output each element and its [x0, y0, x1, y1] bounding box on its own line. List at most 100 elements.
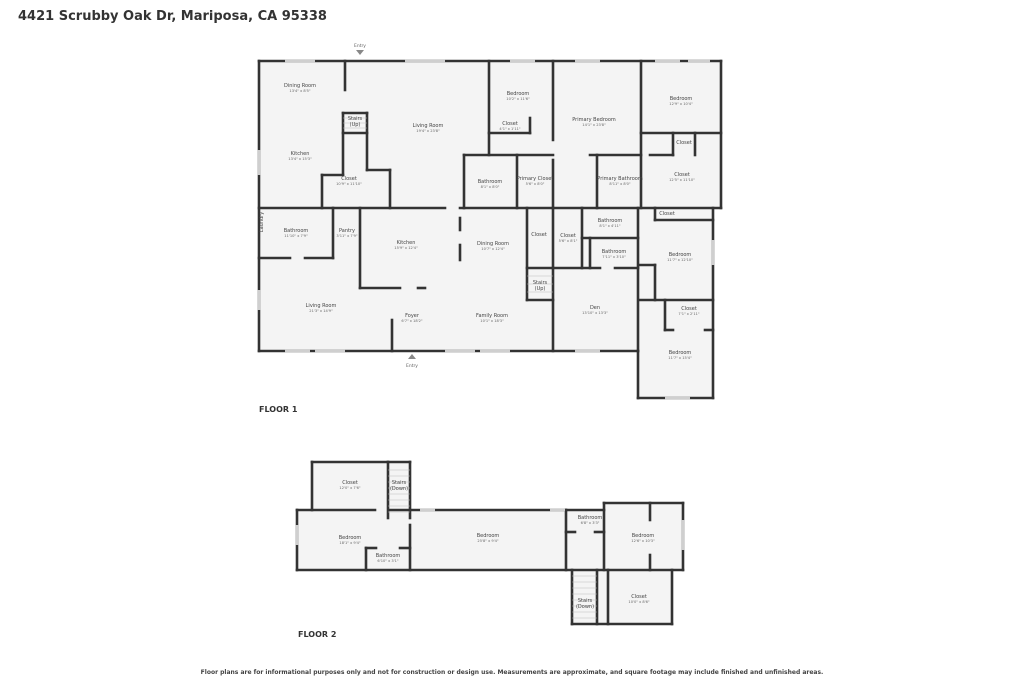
walls	[257, 59, 723, 626]
floor-2-label: FLOOR 2	[298, 630, 336, 639]
room-name: Stairs(Up)	[533, 280, 548, 292]
room-dimensions: 8'11" x 8'0"	[609, 182, 630, 186]
room-name: Closet	[676, 140, 692, 146]
floor-area	[638, 208, 713, 398]
entry-bottom: Entry	[406, 354, 418, 369]
room-name: Bedroom	[670, 96, 693, 102]
room-name: Dining Room	[284, 83, 316, 89]
room-dimensions: 10'1" x 18'3"	[480, 319, 504, 323]
room-name: Living Room	[413, 123, 444, 129]
room-name: Bathroom	[478, 179, 503, 185]
room-name: Closet	[631, 594, 647, 600]
room-name: Bedroom	[507, 91, 530, 97]
room-dimensions: 5'6" x 8'0"	[526, 182, 545, 186]
room-dimensions: 8'1" x 4'11"	[599, 224, 620, 228]
floor-area	[572, 570, 672, 624]
room-dimensions: 4'1" x 1'11"	[499, 127, 520, 131]
room-name: Stairs(Up)	[348, 116, 363, 128]
room-dimensions: 11'7" x 15'4"	[668, 356, 692, 360]
floor-area	[312, 462, 410, 518]
room-dimensions: 18'1" x 9'4"	[339, 541, 360, 545]
room-name: Bedroom	[339, 535, 362, 541]
room-dimensions: 6'10" x 3'1"	[377, 559, 398, 563]
room-name: Closet	[659, 211, 675, 217]
floor-fill	[259, 61, 721, 624]
room-name: Closet	[531, 232, 547, 238]
room-dimensions: 10'9" x 11'10"	[336, 182, 362, 186]
room-dimensions: 21'3" x 14'9"	[309, 309, 333, 313]
room-dimensions: 15'9" x 12'4"	[394, 246, 418, 250]
room-name: Closet	[560, 233, 576, 239]
room-name: Bathroom	[578, 515, 603, 521]
entry-label: Entry	[354, 43, 366, 49]
room-dimensions: 7'1" x 2'11"	[678, 312, 699, 316]
room-name: Dining Room	[477, 241, 509, 247]
room-dimensions: 13'4" x 15'3"	[288, 157, 312, 161]
room-dimensions: 8'1" x 8'0"	[481, 185, 500, 189]
room-dimensions: 13'10" x 13'3"	[582, 311, 608, 315]
room-name: Stairs(Down)	[390, 480, 408, 492]
room-name: Kitchen	[291, 151, 310, 157]
room-dimensions: 25'8" x 9'4"	[477, 539, 498, 543]
room-name: Bedroom	[669, 252, 692, 258]
room-name: Kitchen	[397, 240, 416, 246]
room-name: Bedroom	[477, 533, 500, 539]
room-name: Bedroom	[669, 350, 692, 356]
room-name: Closet	[502, 121, 518, 127]
room-name: Primary Closet	[517, 176, 554, 182]
room-name: Pantry	[339, 228, 355, 234]
room-dimensions: 12'0" x 7'6"	[339, 486, 360, 490]
room-dimensions: 6'7" x 18'2"	[401, 319, 422, 323]
entry-top: Entry	[354, 43, 366, 55]
room-dimensions: 5'6" x 8'1"	[559, 239, 578, 243]
room: Stairs(Up)	[533, 280, 548, 292]
room-dimensions: 11'10" x 7'9"	[284, 234, 308, 238]
room-name: Closet	[341, 176, 357, 182]
room-name: Bathroom	[598, 218, 623, 224]
room-dimensions: 19'4" x 23'8"	[416, 129, 440, 133]
room-name: Closet	[674, 172, 690, 178]
entry-arrow-icon	[356, 50, 364, 55]
room: Closet	[659, 211, 675, 217]
room: Laundry	[259, 212, 265, 232]
room-name: Bedroom	[632, 533, 655, 539]
room-dimensions: 12'6" x 10'3"	[631, 539, 655, 543]
room-name: Closet	[681, 306, 697, 312]
room-name: Primary Bedroom	[572, 117, 616, 123]
room-name: Primary Bathroom	[597, 176, 643, 182]
floor-1-label: FLOOR 1	[259, 405, 298, 414]
listing-address: 4421 Scrubby Oak Dr, Mariposa, CA 95338	[18, 9, 327, 24]
room-dimensions: 14'1" x 23'8"	[582, 123, 606, 127]
room-name: Family Room	[476, 313, 508, 319]
room-name: Bathroom	[284, 228, 309, 234]
room-dimensions: 6'8" x 3'3"	[581, 521, 600, 525]
room-name: Closet	[342, 480, 358, 486]
